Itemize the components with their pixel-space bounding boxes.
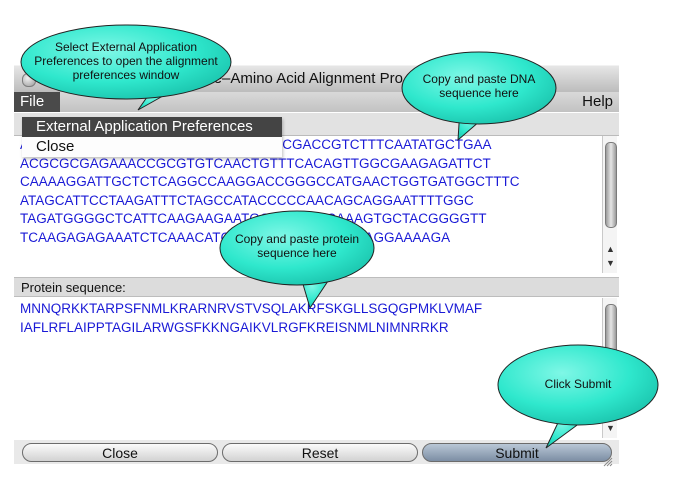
callout-line: sequence here [439,86,519,100]
callout-dna-text: Copy and paste DNA sequence here [410,72,548,100]
callout-line: Select External Application [54,40,198,54]
resize-grip-icon[interactable] [601,455,613,467]
menu-item-close[interactable]: Close [36,138,75,155]
dna-scrollbar[interactable]: ▲ ▼ [602,136,617,273]
scroll-down-arrow-icon[interactable]: ▼ [606,258,615,268]
protein-line: IAFLRFLAIPPTAGILARWGSFKKNGAIKVLRGFKREISN… [20,319,449,335]
callout-line: Preferences to open the alignment [34,54,218,68]
callout-line: preferences window [72,68,180,82]
scroll-up-arrow-icon[interactable]: ▲ [606,244,615,254]
callout-line: sequence here [257,246,337,260]
callout-prefs-text: Select External Application Preferences … [30,40,222,82]
callout-prefs [20,24,232,111]
callout-submit [497,344,659,449]
submit-button[interactable]: Submit [422,443,612,462]
callout-submit-text: Click Submit [518,377,638,391]
dna-scroll-thumb[interactable] [605,142,617,228]
callout-dna [401,51,557,142]
protein-sequence-textarea[interactable]: MNNQRKKTARPSFNMLKRARNRVSTVSQLAKRFSKGLLSG… [14,298,602,433]
menu-file[interactable]: File [14,92,60,112]
button-row: Close Reset Submit [14,440,619,464]
reset-button[interactable]: Reset [222,443,418,462]
scroll-down-arrow-icon[interactable]: ▼ [606,423,615,433]
callout-line: Copy and paste DNA [422,72,536,86]
callout-protein-text: Copy and paste protein sequence here [226,232,368,260]
callout-line: Click Submit [544,377,612,391]
callout-protein [219,210,375,310]
menu-help[interactable]: Help [582,93,613,110]
window-title: ide–Amino Acid Alignment Pro [202,70,403,87]
file-dropdown-menu: External Application Preferences Close [22,117,282,157]
dna-line: ATAGCATTCCTAAGATTTCTAGCCATACCCCCAACAGCAG… [20,192,474,208]
protein-line: MNNQRKKTARPSFNMLKRARNRVSTVSQLAKRFSKGLLSG… [20,301,483,316]
dna-line: ACGCGCGAGAAACCGCGTGTCAACTGTTTCACAGTTGGCG… [20,155,491,171]
close-button[interactable]: Close [22,443,218,462]
callout-line: Copy and paste protein [234,232,360,246]
menu-item-external-application-preferences[interactable]: External Application Preferences [22,117,282,137]
dna-line: CAAAAGGATTGCTCTCAGGCCAAGGACCGGGCCATGAACT… [20,174,520,189]
